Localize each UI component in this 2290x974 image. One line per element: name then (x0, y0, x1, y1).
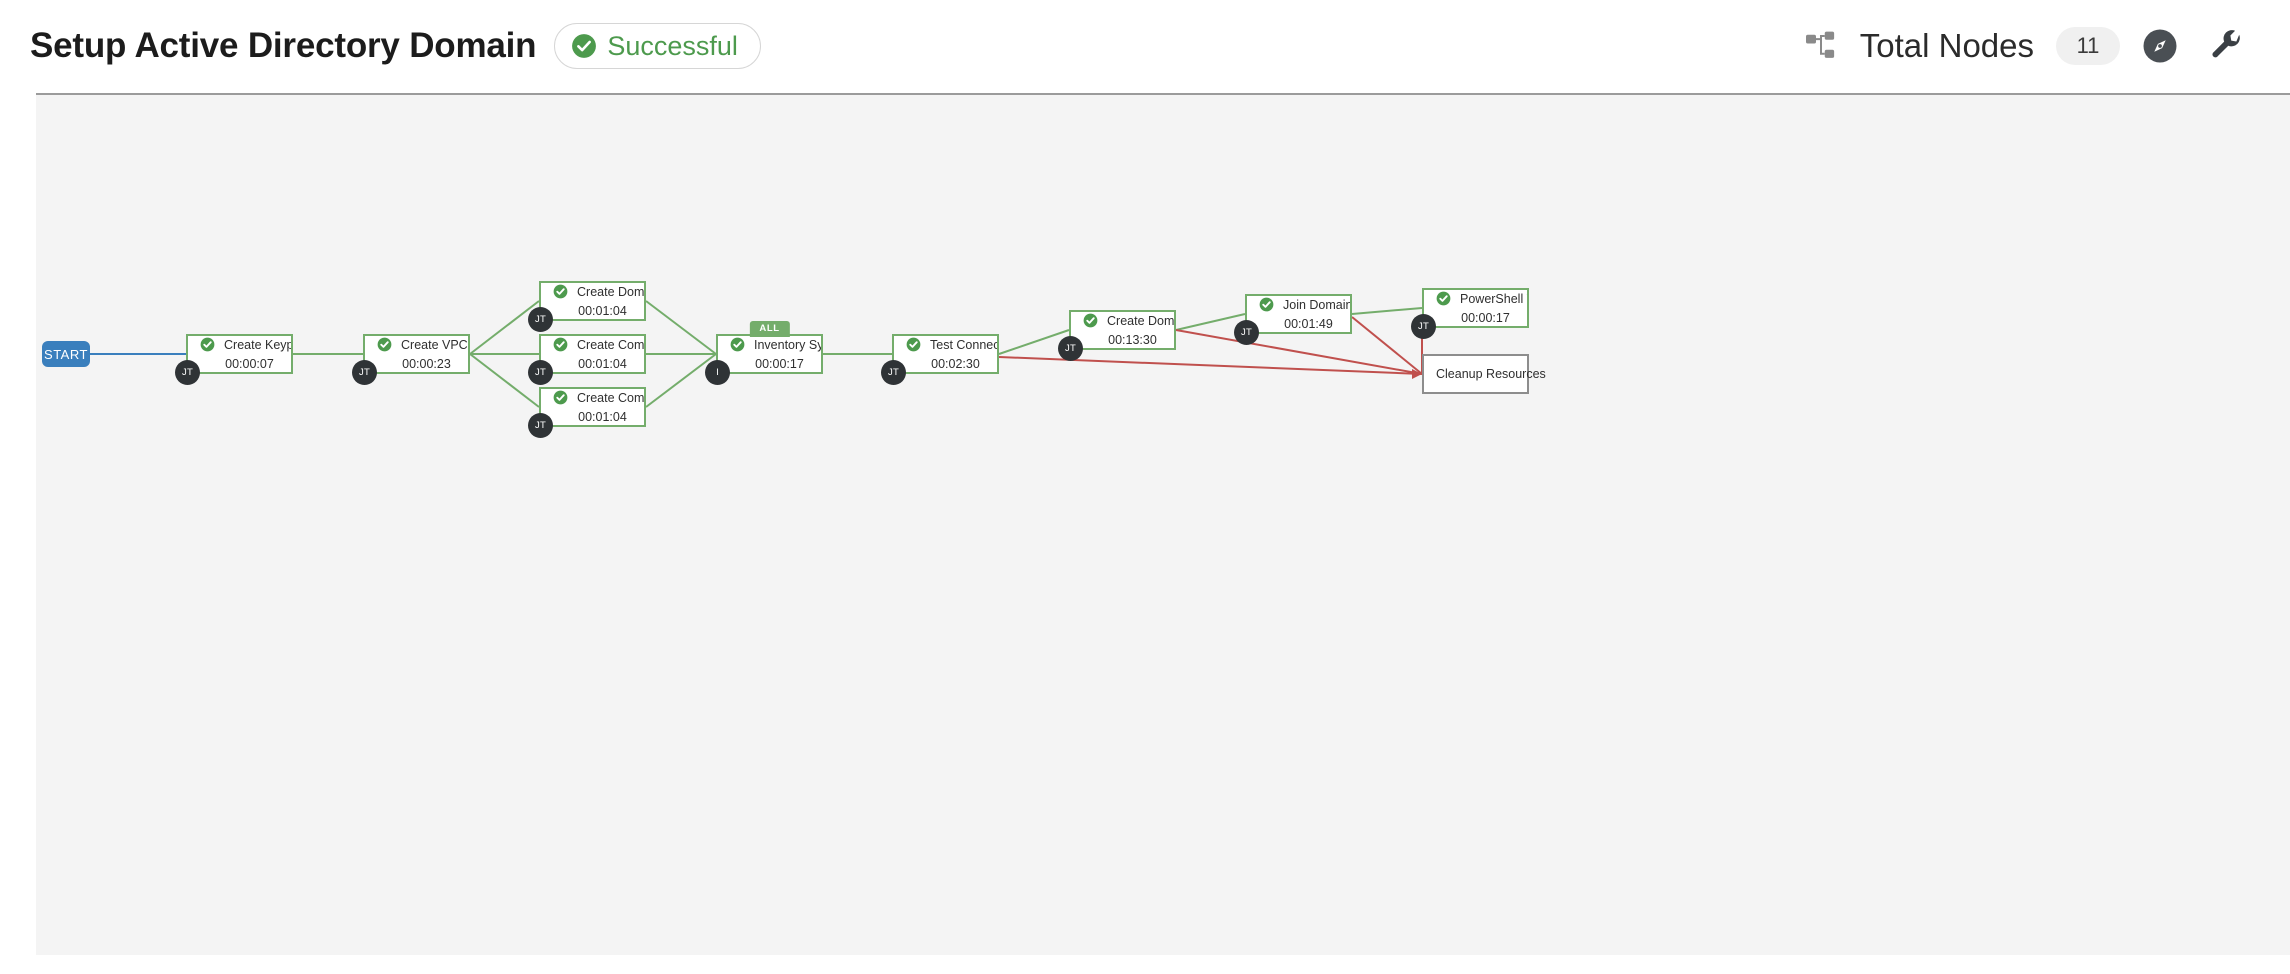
check-circle-icon (553, 284, 568, 299)
edge-joindomain-to-cleanup (1351, 316, 1423, 375)
cleanup-arrowhead (1412, 369, 1422, 379)
node-type-badge[interactable]: I (705, 360, 730, 385)
check-circle-icon (200, 337, 215, 352)
header-divider (36, 93, 2290, 95)
node-duration: 00:00:23 (402, 357, 451, 371)
node-duration: 00:01:49 (1284, 317, 1333, 331)
node-title: Create Domain (1107, 313, 1174, 328)
edge-createdomain-to-cleanup (1175, 329, 1423, 375)
compass-icon[interactable] (2142, 28, 2178, 64)
node-header-row: Inventory Sync (718, 337, 821, 352)
node-title: Inventory Sync (754, 337, 821, 352)
node-create-keypair[interactable]: Create Keypair 00:00:07 JT (175, 334, 293, 385)
total-nodes-count: 11 (2056, 27, 2120, 65)
node-duration: 00:00:17 (1461, 311, 1510, 325)
node-create-domain[interactable]: Create Domain 00:13:30 JT (1058, 310, 1176, 361)
node-title: Cleanup Resources (1436, 367, 1546, 381)
node-scope-tab: ALL (749, 321, 790, 337)
edge-joindomain-to-powershell (1351, 307, 1423, 315)
edge-computer2-to-inventory (645, 353, 717, 408)
node-create-computer-2[interactable]: Create Computer (2) 00:01:04 JT (528, 387, 646, 438)
sitemap-icon (1804, 31, 1838, 61)
wrench-icon[interactable] (2210, 29, 2244, 63)
node-duration: 00:00:17 (755, 357, 804, 371)
node-type-badge[interactable]: JT (352, 360, 377, 385)
node-header-row: Join Domain (1247, 297, 1350, 312)
workflow-edges (90, 300, 1423, 408)
start-node[interactable]: START (42, 341, 90, 367)
node-type-badge[interactable]: JT (528, 413, 553, 438)
node-header-row: PowerShell Validation (1424, 291, 1527, 306)
check-circle-icon (1259, 297, 1274, 312)
status-badge: Successful (554, 23, 761, 69)
node-type-badge[interactable]: JT (528, 307, 553, 332)
page-title: Setup Active Directory Domain (30, 26, 537, 65)
node-create-domain-controller[interactable]: Create Domain Contr... 00:01:04 JT (528, 281, 646, 332)
node-header-row: Test Connectivity (894, 337, 997, 352)
node-duration: 00:13:30 (1108, 333, 1157, 347)
check-circle-icon (730, 337, 745, 352)
node-title: Test Connectivity (930, 337, 997, 352)
check-circle-icon (1083, 313, 1098, 328)
status-label: Successful (607, 30, 738, 61)
node-duration: 00:00:07 (225, 357, 274, 371)
node-header-row: Create VPC (365, 337, 468, 352)
node-title: Create Computer (2) (577, 390, 644, 405)
node-duration: 00:02:30 (931, 357, 980, 371)
workflow-canvas[interactable]: START Create Keypair 00:00:07 JT (36, 95, 2290, 955)
node-duration: 00:01:04 (578, 410, 627, 424)
edge-test-to-createdomain (998, 329, 1070, 355)
node-create-vpc[interactable]: Create VPC 00:00:23 JT (352, 334, 470, 385)
node-title: Create Domain Contr... (577, 284, 644, 299)
edge-createdomain-to-joindomain (1175, 313, 1246, 331)
node-title: Join Domain (1283, 297, 1350, 312)
node-type-badge[interactable]: JT (1234, 320, 1259, 345)
node-header-row: Create Computer (2) (541, 390, 644, 405)
node-type-badge[interactable]: JT (175, 360, 200, 385)
edge-test-to-cleanup (998, 356, 1423, 375)
check-circle-icon (1436, 291, 1451, 306)
node-header-row: Create Keypair (188, 337, 291, 352)
node-duration: 00:01:04 (578, 357, 627, 371)
header-right-group: Total Nodes 11 (1804, 27, 2244, 65)
edge-vpc-to-computer2 (469, 353, 540, 408)
check-circle-icon (571, 33, 597, 59)
start-node-label: START (44, 346, 88, 362)
page-header: Setup Active Directory Domain Successful (0, 0, 2290, 92)
node-type-badge[interactable]: JT (528, 360, 553, 385)
node-type-badge[interactable]: JT (1411, 314, 1436, 339)
check-circle-icon (906, 337, 921, 352)
node-create-computer-1[interactable]: Create Computer (1) 00:01:04 JT (528, 334, 646, 385)
node-header-row: Create Domain Contr... (541, 284, 644, 299)
node-duration: 00:01:04 (578, 304, 627, 318)
check-circle-icon (553, 390, 568, 405)
node-join-domain[interactable]: Join Domain 00:01:49 JT (1234, 294, 1352, 345)
node-powershell-validation[interactable]: PowerShell Validation 00:00:17 JT (1411, 288, 1529, 339)
node-title: PowerShell Validation (1460, 291, 1527, 306)
edge-dc-to-inventory (645, 300, 717, 355)
node-type-badge[interactable]: JT (881, 360, 906, 385)
edge-vpc-to-dc (469, 300, 540, 355)
node-title: Create Computer (1) (577, 337, 644, 352)
node-type-badge[interactable]: JT (1058, 336, 1083, 361)
node-test-connectivity[interactable]: Test Connectivity 00:02:30 JT (881, 334, 999, 385)
node-title: Create Keypair (224, 337, 291, 352)
node-header-row: Create Domain (1071, 313, 1174, 328)
check-circle-icon (377, 337, 392, 352)
node-inventory-sync[interactable]: ALL Inventory Sync 00:00:17 I (705, 321, 823, 385)
node-header-row: Create Computer (1) (541, 337, 644, 352)
node-cleanup-resources[interactable]: Cleanup Resources (1422, 354, 1546, 394)
total-nodes-label: Total Nodes (1859, 27, 2034, 64)
node-title: Create VPC (401, 337, 468, 352)
header-left-group: Setup Active Directory Domain Successful (30, 23, 761, 69)
check-circle-icon (553, 337, 568, 352)
